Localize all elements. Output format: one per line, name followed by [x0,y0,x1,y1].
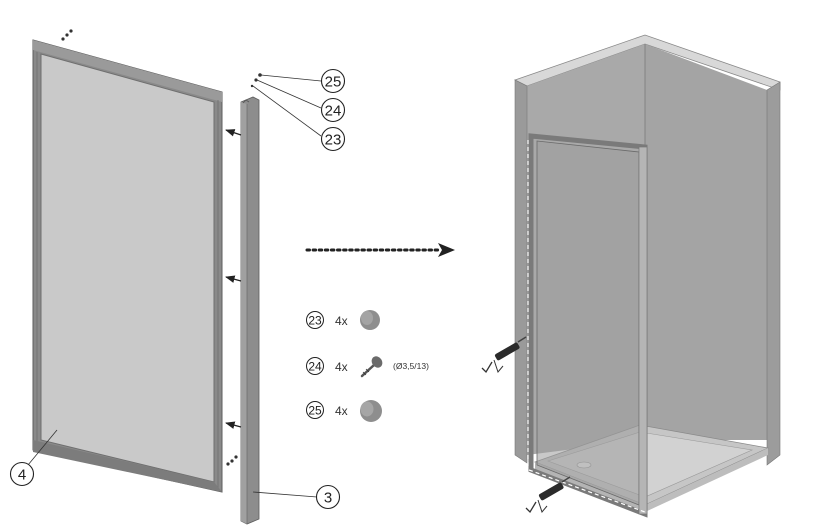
svg-text:(Ø3,5/13): (Ø3,5/13) [393,361,429,371]
svg-text:25: 25 [325,74,342,91]
insertion-arrows [225,129,242,429]
svg-text:24: 24 [325,103,342,120]
parts-list-item-24: 24 4x (Ø3,5/13) [306,356,429,378]
dotted-transition-arrow [305,243,455,257]
svg-text:25: 25 [308,404,322,418]
callout-4: 4 [9,461,35,487]
screw-icon [360,356,383,378]
parts-list-item-23: 23 4x [306,310,380,330]
screw-hint-bottom [226,455,238,466]
svg-text:23: 23 [325,132,342,149]
svg-text:4x: 4x [335,314,348,328]
svg-text:24: 24 [308,360,322,374]
svg-text:4x: 4x [335,404,348,418]
callout-23: 23 [320,126,346,152]
svg-text:4: 4 [18,467,26,484]
wall-profile-part-3 [240,96,260,525]
silicone-gun-icon [525,476,571,514]
parts-list: 23 4x 24 4x (Ø3,5/13) 25 4x [306,310,429,422]
callout-24: 24 [320,97,346,123]
svg-text:3: 3 [324,490,332,507]
svg-text:23: 23 [308,314,322,328]
leader-lines [27,74,322,498]
screw-hint-top-left [61,29,73,41]
callout-25: 25 [320,68,346,94]
callout-3: 3 [315,484,341,510]
silicone-gun-icon [481,336,527,374]
glass-panel-part-4 [32,39,223,493]
svg-text:4x: 4x [335,360,348,374]
cap-icon [360,310,380,330]
cap-icon [360,400,382,422]
assembled-shower-enclosure [513,34,781,518]
small-parts-stack [250,73,262,88]
parts-list-item-25: 25 4x [306,400,382,422]
